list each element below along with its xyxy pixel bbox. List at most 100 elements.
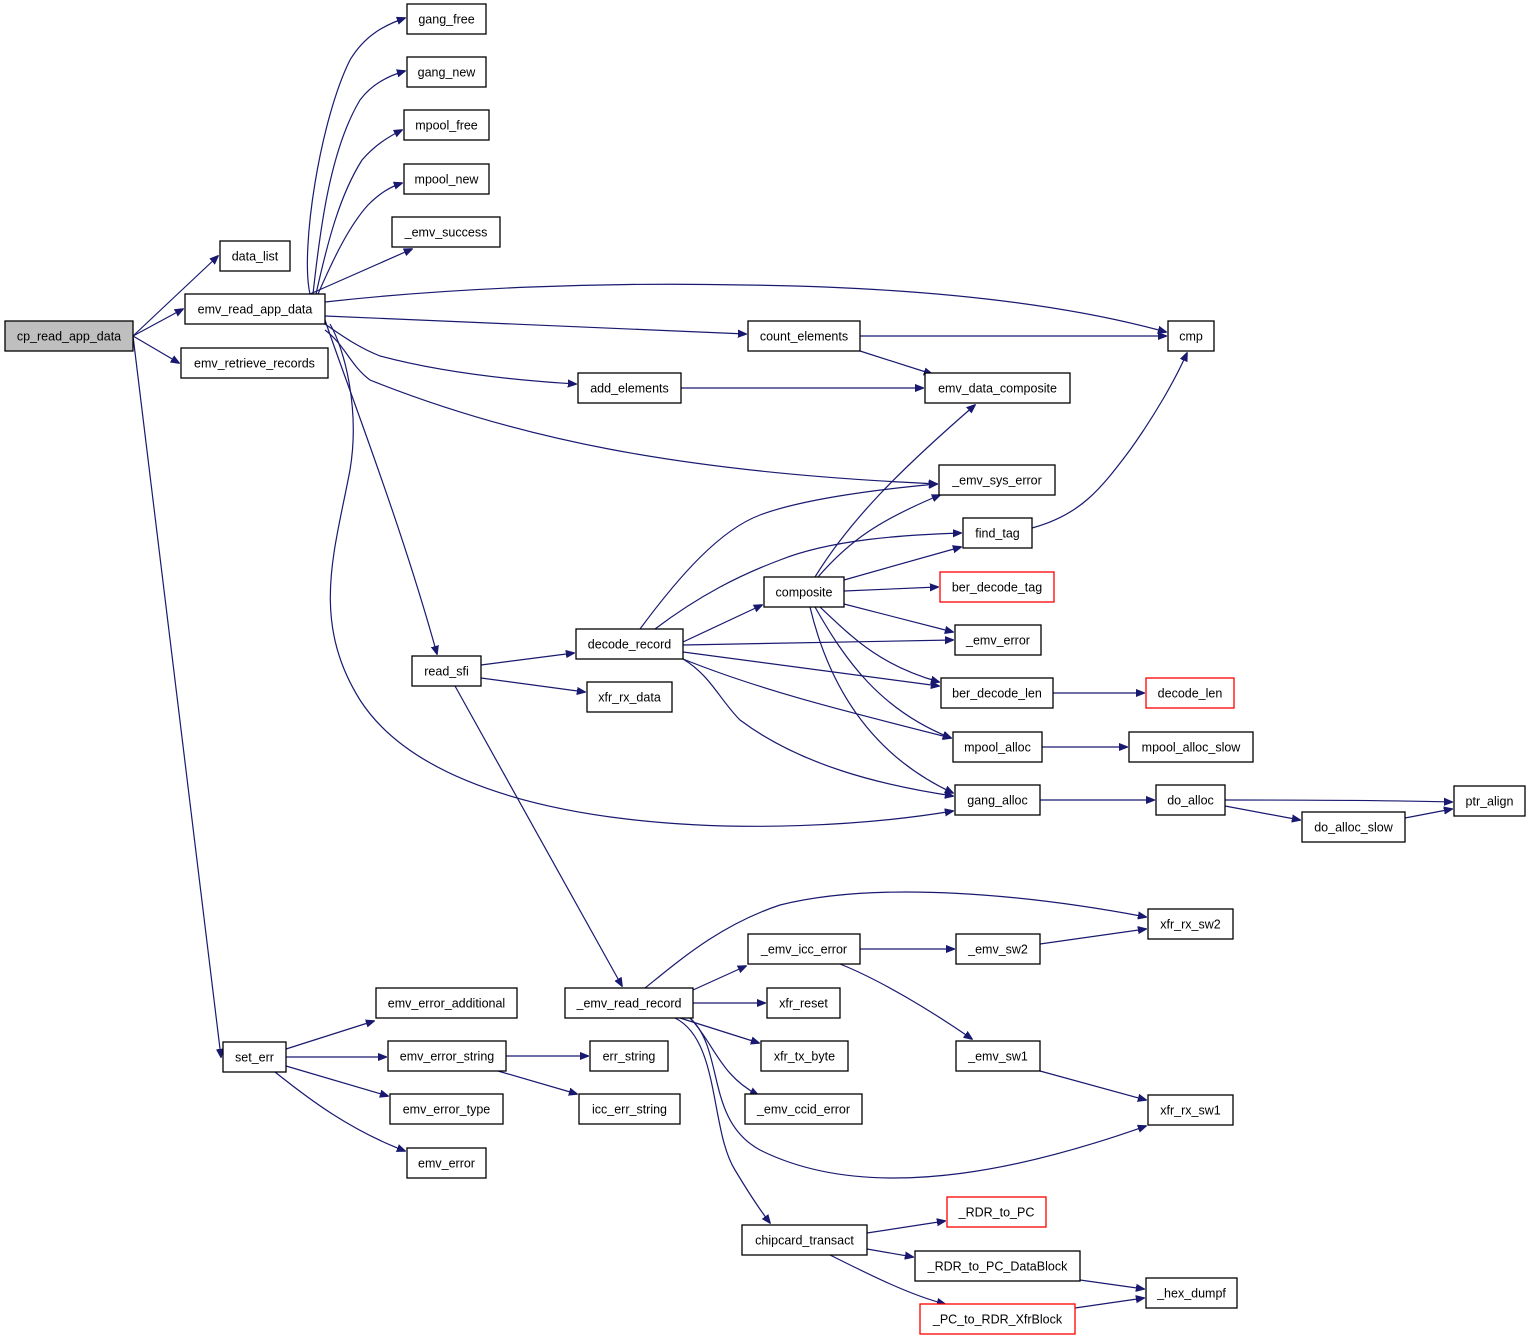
node-mpool_alloc[interactable]: mpool_alloc: [952, 731, 1043, 763]
node-chipcard_transact[interactable]: chipcard_transact: [741, 1224, 868, 1256]
node-gang_alloc[interactable]: gang_alloc: [954, 784, 1041, 816]
node-label: decode_record: [588, 638, 671, 652]
node-box: [962, 517, 1033, 549]
node-ptr_align[interactable]: ptr_align: [1453, 785, 1526, 817]
node-box: [1155, 784, 1226, 816]
node-mpool_free[interactable]: mpool_free: [403, 109, 490, 141]
node-emv_icc_error[interactable]: _emv_icc_error: [747, 933, 861, 965]
node-box: [586, 681, 673, 713]
node-box: [387, 1040, 507, 1072]
edge-decode_record-to-gang_alloc: [682, 658, 953, 796]
node-icc_err_string[interactable]: icc_err_string: [578, 1093, 681, 1125]
node-find_tag[interactable]: find_tag: [962, 517, 1033, 549]
node-emv_ccid_error[interactable]: _emv_ccid_error: [744, 1093, 863, 1125]
node-cmp[interactable]: cmp: [1167, 320, 1215, 352]
node-emv_error_string[interactable]: emv_error_string: [387, 1040, 507, 1072]
node-label: decode_len: [1158, 687, 1223, 701]
node-label: chipcard_transact: [755, 1234, 854, 1248]
edge-set_err-to-emv_error_additional: [285, 1021, 374, 1050]
node-composite[interactable]: composite: [763, 576, 845, 608]
node-label: err_string: [603, 1050, 656, 1064]
edge-cp_read_app_data-to-emv_retrieve_records: [132, 335, 179, 363]
edge-do_alloc-to-do_alloc_slow: [1224, 805, 1300, 820]
node-add_elements[interactable]: add_elements: [577, 372, 682, 404]
node-box: [741, 1224, 868, 1256]
node-gang_new[interactable]: gang_new: [406, 56, 487, 88]
node-box: [954, 784, 1041, 816]
node-PC_to_RDR_XfrBlock[interactable]: _PC_to_RDR_XfrBlock: [919, 1303, 1076, 1335]
node-emv_data_composite[interactable]: emv_data_composite: [924, 372, 1071, 404]
node-label: xfr_reset: [779, 997, 828, 1011]
node-data_list[interactable]: data_list: [219, 240, 291, 272]
node-ber_decode_len[interactable]: ber_decode_len: [940, 677, 1054, 709]
node-emv_sys_error[interactable]: _emv_sys_error: [938, 464, 1056, 496]
node-err_string[interactable]: err_string: [589, 1040, 669, 1072]
node-RDR_to_PC_DataBlock[interactable]: _RDR_to_PC_DataBlock: [914, 1250, 1081, 1282]
node-label: _emv_sw2: [967, 943, 1028, 957]
node-xfr_rx_sw1[interactable]: xfr_rx_sw1: [1147, 1094, 1234, 1126]
edge-emv_read_record-to-xfr_tx_byte: [679, 1017, 759, 1043]
node-RDR_to_PC[interactable]: _RDR_to_PC: [946, 1196, 1047, 1228]
edge-decode_record-to-mpool_alloc: [682, 658, 951, 738]
node-label: count_elements: [760, 330, 848, 344]
edge-composite-to-emv_sys_error: [817, 495, 940, 578]
node-emv_read_app_data[interactable]: emv_read_app_data: [184, 293, 326, 325]
node-read_sfi[interactable]: read_sfi: [411, 655, 482, 687]
node-xfr_reset[interactable]: xfr_reset: [766, 987, 841, 1019]
node-emv_error[interactable]: emv_error: [406, 1147, 487, 1179]
edge-set_err-to-emv_error_type: [285, 1065, 388, 1096]
node-label: xfr_rx_sw1: [1160, 1104, 1220, 1118]
node-label: ptr_align: [1466, 795, 1514, 809]
node-box: [1128, 731, 1254, 763]
node-xfr_rx_data[interactable]: xfr_rx_data: [586, 681, 673, 713]
node-box: [914, 1250, 1081, 1282]
node-box: [952, 731, 1043, 763]
node-label: _emv_sys_error: [951, 474, 1042, 488]
node-box: [375, 987, 518, 1019]
node-xfr_tx_byte[interactable]: xfr_tx_byte: [760, 1040, 849, 1072]
node-emv_success[interactable]: _emv_success: [391, 216, 501, 248]
edge-emv_icc_error-to-emv_sw1: [839, 963, 972, 1039]
node-mpool_new[interactable]: mpool_new: [403, 163, 490, 195]
node-ber_decode_tag[interactable]: ber_decode_tag: [939, 571, 1055, 603]
node-xfr_rx_sw2[interactable]: xfr_rx_sw2: [1147, 908, 1234, 940]
edge-emv_read_record-to-emv_icc_error: [692, 966, 746, 991]
node-emv_error_additional[interactable]: emv_error_additional: [375, 987, 518, 1019]
node-decode_len[interactable]: decode_len: [1145, 677, 1235, 709]
node-do_alloc_slow[interactable]: do_alloc_slow: [1301, 811, 1406, 843]
node-emv_error_type[interactable]: emv_error_type: [389, 1093, 504, 1125]
node-cp_read_app_data[interactable]: cp_read_app_data: [4, 320, 134, 352]
node-emv_retrieve_records[interactable]: emv_retrieve_records: [180, 347, 329, 379]
node-emv_error_[interactable]: _emv_error: [954, 624, 1042, 656]
node-do_alloc[interactable]: do_alloc: [1155, 784, 1226, 816]
node-emv_sw1[interactable]: _emv_sw1: [955, 1040, 1041, 1072]
node-mpool_alloc_slow[interactable]: mpool_alloc_slow: [1128, 731, 1254, 763]
node-label: emv_error_type: [403, 1103, 491, 1117]
node-label: _hex_dumpf: [1156, 1287, 1226, 1301]
node-box: [919, 1303, 1076, 1335]
edge-composite-to-find_tag: [843, 547, 961, 581]
node-count_elements[interactable]: count_elements: [747, 320, 861, 352]
edge-cp_read_app_data-to-data_list: [132, 256, 218, 337]
edge-read_sfi-to-xfr_rx_data: [480, 677, 585, 692]
edge-composite-to-ber_decode_len: [819, 606, 939, 682]
edge-find_tag-to-cmp: [1031, 353, 1187, 529]
node-box: [747, 320, 861, 352]
node-label: _emv_read_record: [576, 997, 682, 1011]
node-box: [589, 1040, 669, 1072]
edge-composite-to-emv_error_: [843, 603, 953, 632]
node-emv_read_record[interactable]: _emv_read_record: [564, 987, 694, 1019]
edges-layer: [132, 18, 1452, 1309]
node-hex_dumpf[interactable]: _hex_dumpf: [1145, 1277, 1238, 1309]
node-label: mpool_alloc_slow: [1142, 741, 1242, 755]
node-box: [403, 163, 490, 195]
edge-emv_read_app_data-to-mpool_new: [317, 183, 402, 295]
node-emv_sw2[interactable]: _emv_sw2: [955, 933, 1041, 965]
edge-cp_read_app_data-to-set_err: [132, 335, 221, 1057]
node-box: [1145, 677, 1235, 709]
node-box: [222, 1041, 287, 1073]
node-gang_free[interactable]: gang_free: [406, 3, 487, 35]
node-set_err[interactable]: set_err: [222, 1041, 287, 1073]
edge-emv_read_record-to-chipcard_transact: [674, 1017, 770, 1223]
node-decode_record[interactable]: decode_record: [575, 628, 684, 660]
